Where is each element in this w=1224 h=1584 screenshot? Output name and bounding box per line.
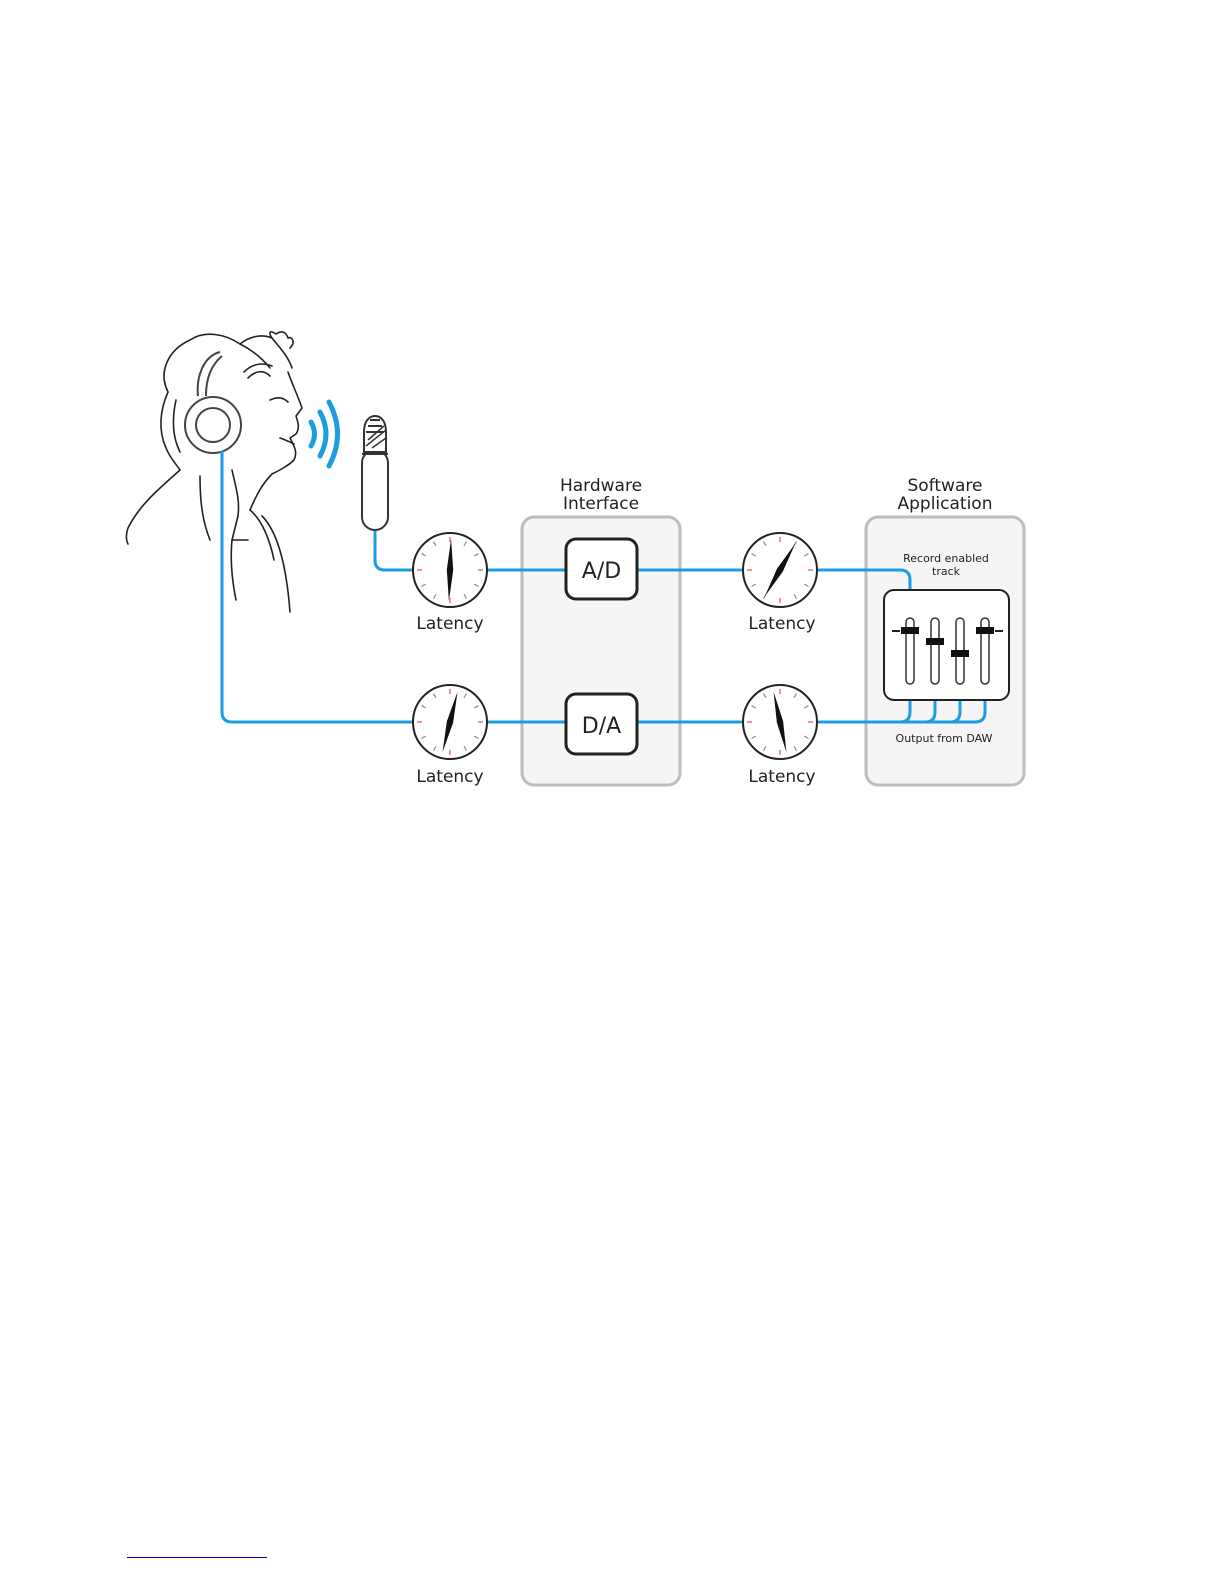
output-from-daw-label: Output from DAW [896, 732, 993, 745]
da-converter: D/A [566, 694, 637, 754]
record-track-label-line2: track [932, 565, 961, 578]
latency-label: Latency [748, 614, 815, 634]
software-title-line2: Application [898, 494, 993, 514]
microphone-icon [362, 416, 388, 530]
latency-dial-icon [413, 533, 487, 607]
latency-meter-output-1: Latency [413, 685, 487, 787]
da-label: D/A [582, 714, 621, 739]
fader-slot-2 [931, 618, 939, 684]
latency-dial-icon [743, 685, 817, 759]
software-title-line1: Software [908, 476, 983, 496]
fader-cap-3 [951, 650, 969, 657]
fader-cap-4 [976, 627, 994, 634]
latency-label: Latency [416, 614, 483, 634]
footnote-rule [127, 1557, 267, 1558]
mixer-faders [884, 590, 1009, 700]
ad-label: A/D [582, 559, 621, 584]
latency-meter-input-2: Latency [743, 533, 817, 634]
headphones-icon [185, 352, 241, 453]
latency-label: Latency [416, 767, 483, 787]
latency-meter-output-2: Latency [743, 685, 817, 787]
fader-cap-2 [926, 638, 944, 645]
latency-label: Latency [748, 767, 815, 787]
hardware-title-line2: Interface [563, 494, 639, 514]
ad-converter: A/D [566, 539, 637, 599]
latency-meter-input-1: Latency [413, 533, 487, 634]
sound-waves-icon [311, 402, 338, 466]
hardware-title-line1: Hardware [560, 476, 642, 496]
record-track-label-line1: Record enabled [903, 552, 989, 565]
fader-cap-1 [901, 627, 919, 634]
latency-dial-icon [413, 685, 487, 759]
singer-illustration [127, 332, 303, 612]
latency-dial-icon [743, 533, 817, 607]
